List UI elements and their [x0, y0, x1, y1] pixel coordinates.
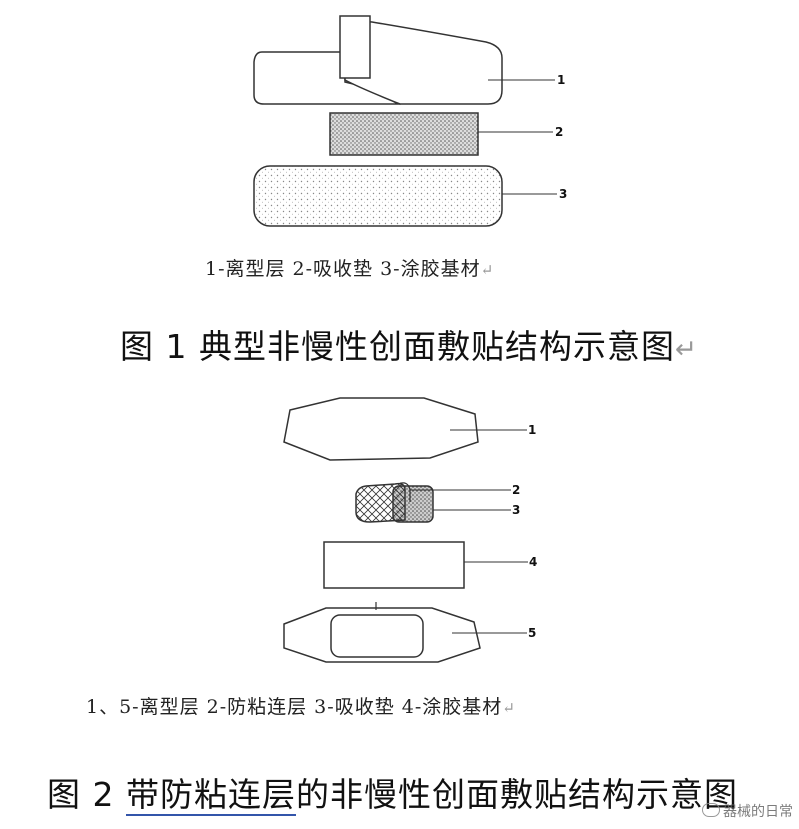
figure-1-legend: 1-离型层 2-吸收垫 3-涂胶基材↵ [205, 258, 495, 280]
wechat-icon [702, 803, 720, 817]
release-liner-window [330, 614, 424, 658]
release-liner-flap [344, 19, 503, 105]
absorbent-pad-layer-2 [329, 112, 479, 156]
watermark: 器械的日常 [702, 801, 793, 821]
return-mark: ↵ [502, 699, 516, 717]
release-liner-tab [339, 15, 371, 79]
adhesive-substrate-layer-4 [323, 541, 465, 589]
caption-underlined-text: 带防粘连层 [125, 775, 296, 816]
fig2-label-2: 2 [512, 483, 520, 497]
fig2-label-5: 5 [528, 626, 536, 640]
figure-2-diagram: 1 2 3 4 5 [0, 390, 799, 680]
figure-2-legend: 1、5-离型层 2-防粘连层 3-吸收垫 4-涂胶基材↵ [86, 696, 516, 718]
figure-1-diagram: 1 2 3 [0, 0, 799, 240]
fig2-label-1: 1 [528, 423, 536, 437]
release-liner-layer-1 [253, 51, 401, 105]
fig1-label-2: 2 [555, 125, 563, 139]
fig2-label-4: 4 [529, 555, 537, 569]
figure-1-caption: 图 1 典型非慢性创面敷贴结构示意图↵ [120, 327, 699, 366]
adhesive-substrate-layer-3 [253, 165, 503, 227]
anti-adhesion-layer-2 [355, 482, 406, 523]
release-liner-layer-1 [283, 397, 479, 461]
figure-2-caption: 图 2 带防粘连层的非慢性创面敷贴结构示意图 [47, 775, 738, 816]
fig1-label-3: 3 [559, 187, 567, 201]
return-mark: ↵ [674, 334, 699, 365]
fig2-label-3: 3 [512, 503, 520, 517]
return-mark: ↵ [480, 261, 495, 279]
fig1-label-1: 1 [557, 73, 565, 87]
